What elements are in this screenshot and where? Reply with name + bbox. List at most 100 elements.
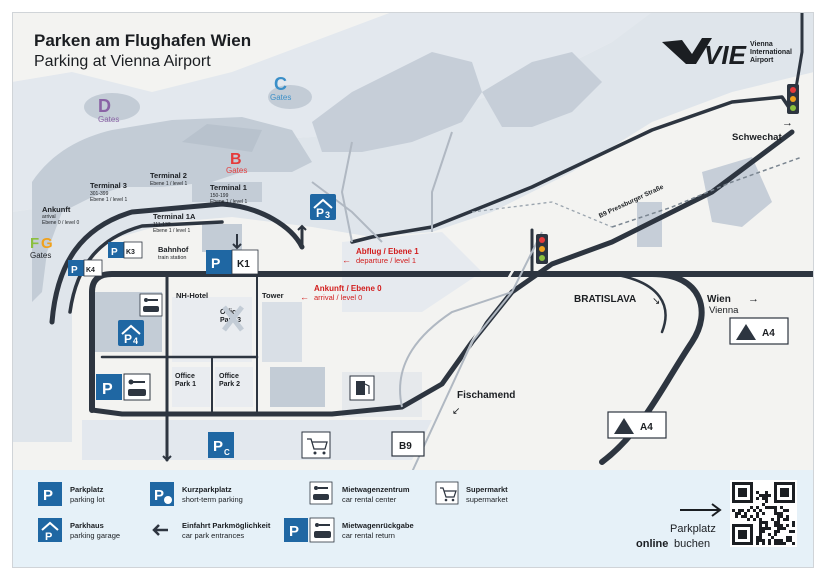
gates-d-pier [84, 93, 140, 121]
block-east [270, 367, 325, 407]
office-park-2 [215, 367, 253, 407]
gates-fg-label: Gates [30, 251, 51, 260]
railway [611, 156, 803, 228]
legend-miet-de: Mietwagenzentrum [342, 485, 410, 494]
gates-c-pier [268, 85, 312, 109]
road-network [49, 12, 814, 474]
legend-item-parking-lot: P Parkplatz parking lot [38, 482, 106, 506]
legend-cart-icon [440, 487, 457, 498]
legend-parkhaus-de: Parkhaus [70, 521, 104, 530]
train-station-label: train station [158, 255, 186, 261]
map-title-de: Parken am Flughafen Wien [34, 31, 251, 50]
online-booking[interactable]: Parkplatz online buchen [636, 503, 722, 550]
parking-p4-marker[interactable]: P 4 [118, 320, 144, 346]
secondary-roads [311, 131, 543, 473]
legend-parkplatz-de: Parkplatz [70, 485, 104, 494]
legend-return-key-icon [315, 523, 319, 527]
terminal-building [32, 117, 312, 302]
legend-parkplatz-en: parking lot [70, 495, 106, 504]
traffic-light-icon-center [536, 234, 548, 264]
terminal-2-level: Ebene 1 / level 1 [150, 181, 187, 187]
legend-parking-lot-icon: P [43, 487, 53, 504]
wien-arrow-icon: → [748, 293, 759, 305]
car-park-entrance-arrows [162, 224, 307, 462]
vie-logo: VIE Vienna International Airport [662, 38, 792, 70]
gates-g-letter: G [41, 235, 53, 252]
legend-miet-en: car rental center [342, 495, 397, 504]
gates-b-label: Gates [226, 166, 247, 175]
legend-kurz-de: Kurzparkplatz [182, 485, 232, 494]
terminal-3-range: 301-399 [90, 191, 109, 197]
legend-clock-icon [164, 496, 172, 504]
parking-pc-marker[interactable]: P C [208, 432, 234, 458]
k3-text: K3 [126, 249, 135, 256]
terminal-3-label: Terminal 3 [90, 181, 127, 190]
qr-code-icon[interactable] [730, 480, 797, 547]
k4-text: K4 [86, 267, 95, 274]
departure-label-en: departure / level 1 [356, 256, 416, 265]
online-bold: online [636, 538, 668, 550]
arrival-road-label-de: Ankunft / Ebene 0 [314, 284, 382, 293]
tower-label: Tower [262, 291, 284, 300]
legend-item-car-return: P Mietwagenrückgabe car rental return [284, 517, 414, 543]
b9-badge-text: B9 [399, 441, 412, 452]
terminal-1 [192, 182, 262, 202]
logo-line3: Airport [750, 57, 774, 64]
schwechat-label: Schwechat [732, 132, 782, 143]
legend-rueck-en: car rental return [342, 531, 395, 540]
parking-k4-marker[interactable]: P K4 [68, 259, 103, 277]
legend-return-car-icon [314, 531, 331, 538]
gates-c-letter: C [274, 74, 287, 94]
office-park-3-shape [222, 305, 244, 332]
legend-super-en: supermarket [466, 495, 509, 504]
online-line2: buchen [674, 538, 710, 550]
a4-east-text: A4 [762, 328, 775, 339]
p3-number: 3 [325, 210, 330, 220]
pc-c: C [224, 448, 230, 457]
legend-super-de: Supermarkt [466, 485, 508, 494]
office-park-1-line2: Park 1 [175, 381, 196, 388]
railway-2 [471, 201, 613, 228]
fischamend-label: Fischamend [457, 390, 515, 401]
gates-c-label: Gates [270, 93, 291, 102]
legend-short-term-p: P [154, 487, 164, 504]
gates-fg: F G Gates [30, 235, 53, 260]
legend-key-icon [314, 486, 318, 490]
tower-area [262, 302, 302, 362]
legend-car-icon [313, 494, 329, 500]
bratislava-arrow-icon: ↘ [652, 296, 660, 307]
pc-p: P [213, 438, 223, 455]
parking-car-rental-marker[interactable]: P [96, 373, 151, 401]
logo-line1: Vienna [750, 41, 773, 48]
wien-label: Wien [707, 294, 731, 305]
airport-parking-map: Parken am Flughafen Wien Parking at Vien… [12, 12, 814, 568]
legend-parkhaus-en: parking garage [70, 531, 120, 540]
legend-entrance-arrow-icon [152, 524, 168, 536]
cargo-buildings-2 [482, 52, 602, 127]
office-park-2-line2: Park 2 [219, 381, 240, 388]
terminal-1a-label: Terminal 1A [153, 212, 196, 221]
motorway-icon [736, 324, 756, 340]
arrival-road-label-en: arrival / level 0 [314, 293, 362, 302]
k1-p: P [211, 255, 220, 271]
a4-south-text: A4 [640, 422, 653, 433]
legend-einfahrt-en: car park entrances [182, 531, 244, 540]
terminal-1a-range: 111-132 [153, 222, 171, 228]
p4-p: P [124, 332, 132, 346]
cargo-buildings [312, 52, 482, 152]
office-park-1-line1: Office [175, 373, 195, 380]
bratislava-label: BRATISLAVA [574, 294, 636, 305]
pier-b [182, 124, 262, 152]
parking-k3-marker[interactable]: P K3 [108, 241, 143, 259]
arrival-arrow-icon: ← [300, 292, 309, 302]
legend-item-entrances: Einfahrt Parkmöglichkeit car park entran… [152, 521, 271, 540]
car-rental-icon-p4 [139, 293, 163, 317]
car-icon [128, 389, 146, 396]
parking-p3-marker[interactable]: P 3 [310, 194, 336, 220]
logo-line2: International [750, 49, 792, 56]
terminal-1-level: Ebene 1 / level 1 [210, 199, 247, 205]
map-border [12, 12, 814, 568]
gates-d-label: Gates [98, 115, 119, 124]
parking-k1-marker[interactable]: P K1 [206, 249, 259, 275]
